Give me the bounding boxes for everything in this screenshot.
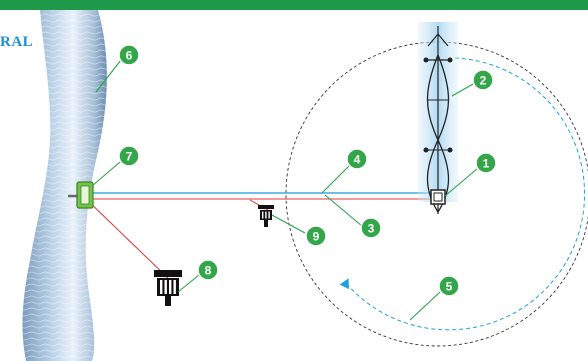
svg-text:2: 2 [480,74,487,88]
red-branch-to-filter [85,198,169,279]
svg-text:3: 3 [368,222,375,236]
callout-2: 2 [472,69,494,91]
callout-1: 1 [475,152,497,174]
svg-text:1: 1 [483,157,490,171]
svg-text:7: 7 [126,150,133,164]
callout-8: 8 [197,259,219,281]
river-icon [22,10,107,361]
svg-text:4: 4 [354,153,361,167]
svg-text:5: 5 [446,280,453,294]
svg-text:6: 6 [126,49,133,63]
callout-3: 3 [360,217,382,239]
svg-text:8: 8 [205,264,212,278]
callout-leaders [91,59,479,321]
rotation-arrow-icon [344,57,585,331]
filter-unit-icon [154,270,182,306]
callout-5: 5 [438,275,460,297]
header-bar [0,0,588,10]
callout-9: 9 [305,225,327,247]
small-filter-unit-icon [258,205,274,227]
pivot-tower-icon [418,22,458,214]
svg-text:9: 9 [313,230,320,244]
pump-station-icon [68,181,94,209]
rotation-arrowhead [339,278,349,290]
callout-6: 6 [118,44,140,66]
callout-7: 7 [118,145,140,167]
callout-4: 4 [346,148,368,170]
page-title-fragment: RAL [0,34,34,50]
